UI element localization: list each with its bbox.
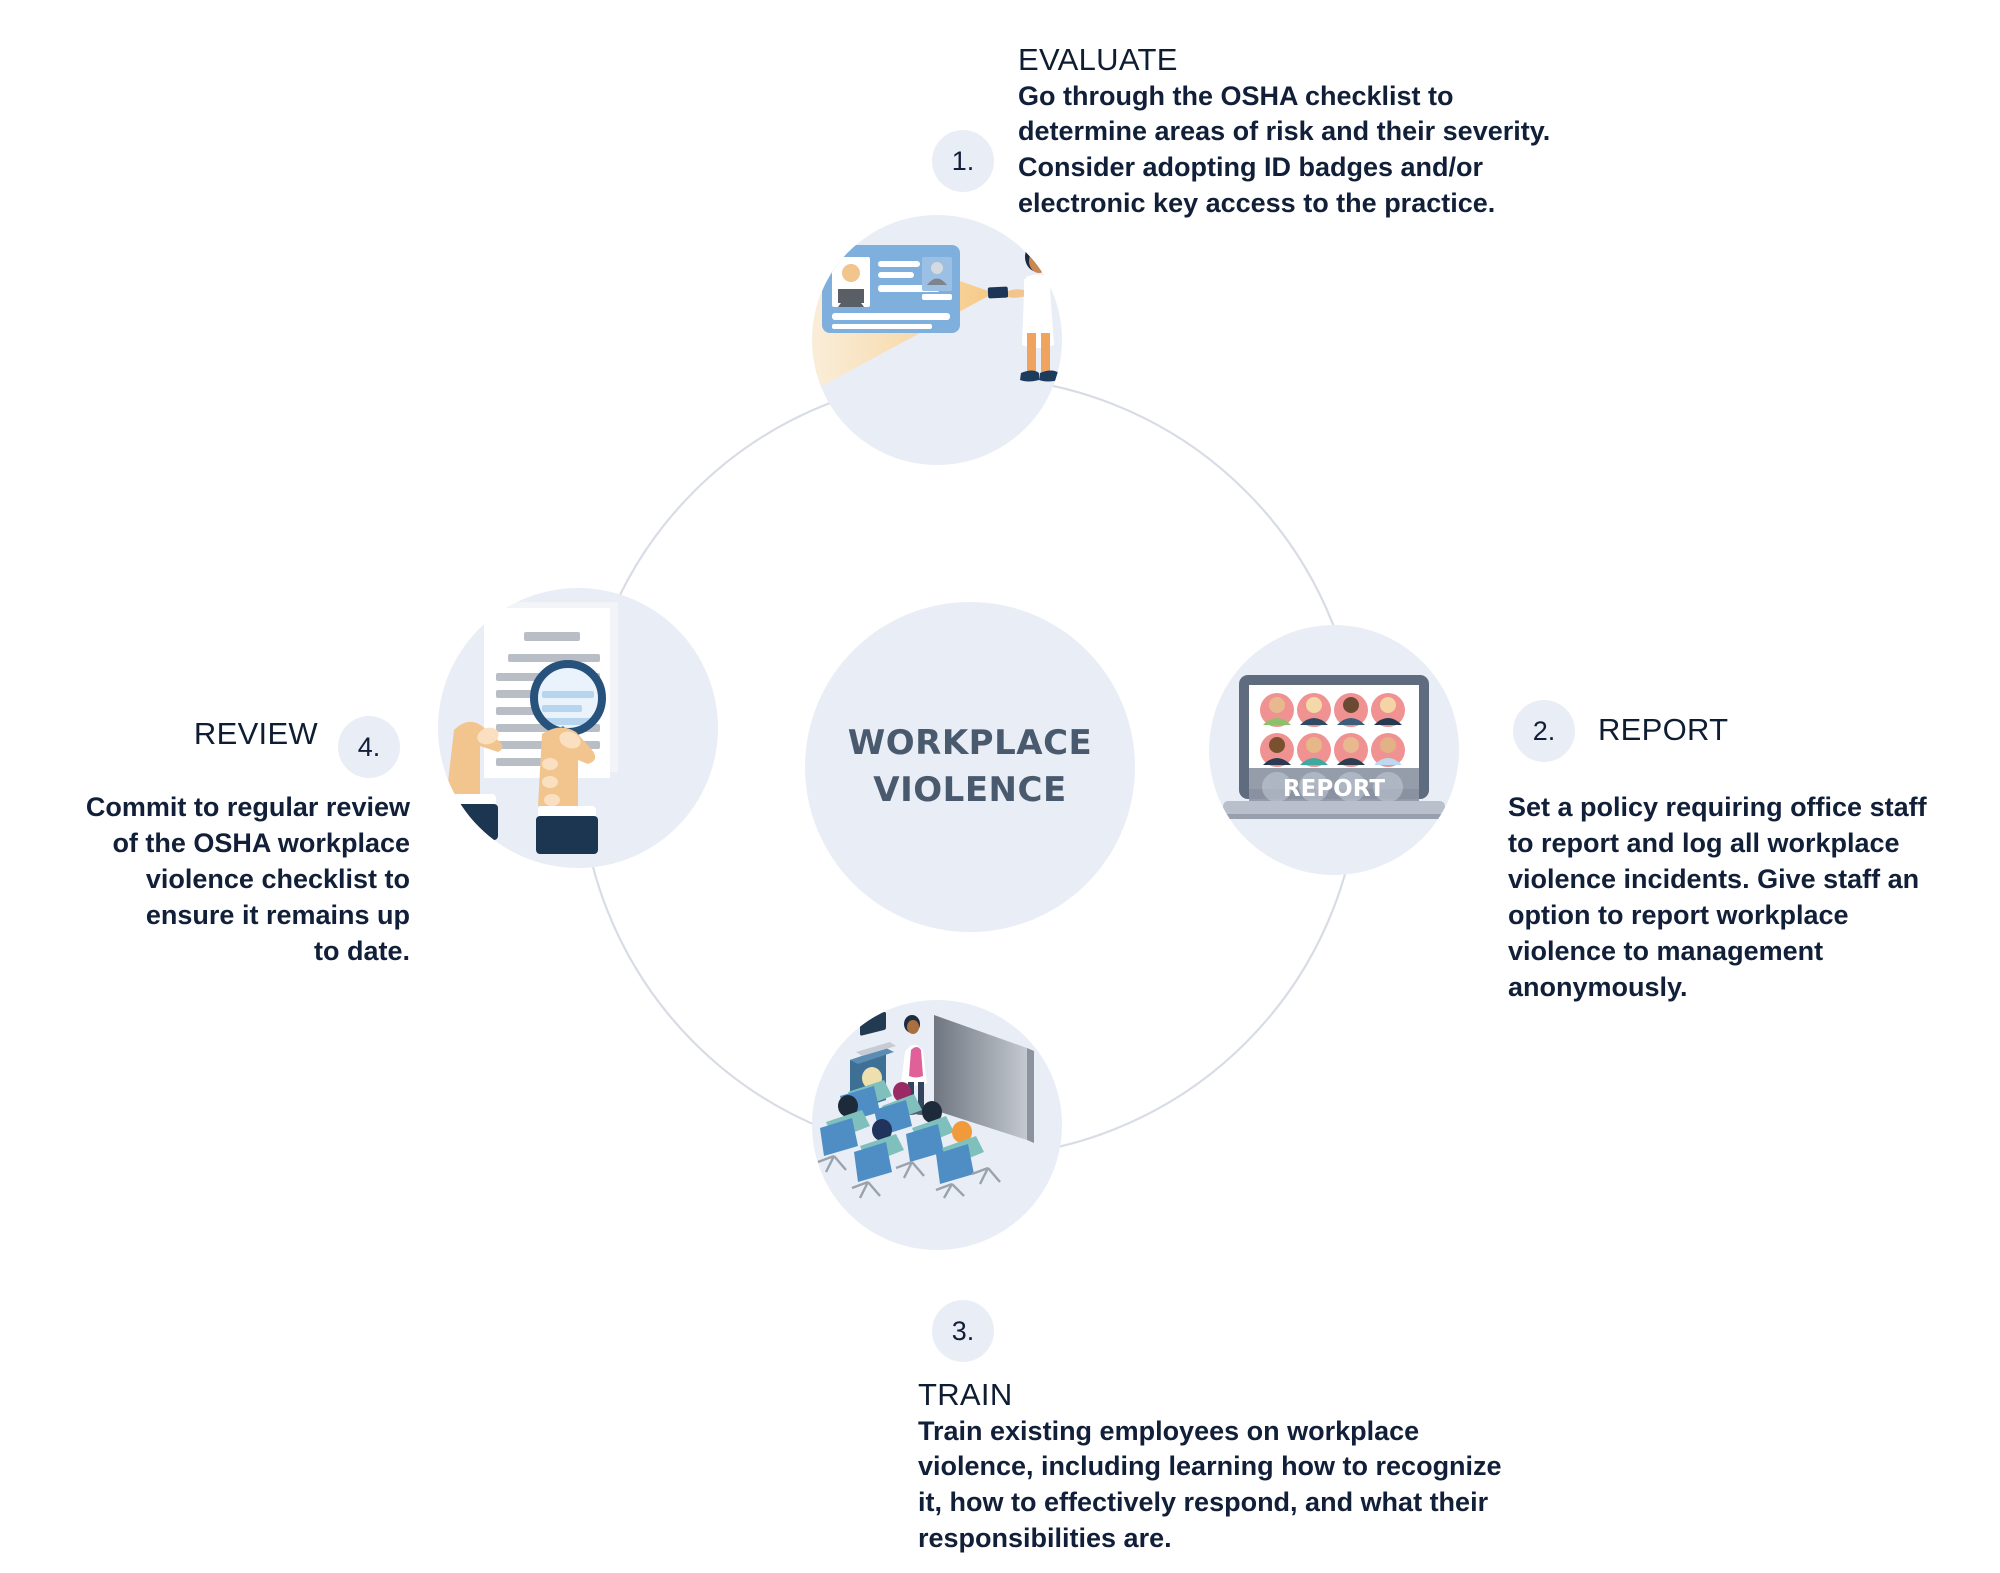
node-circle-report: REPORT	[1209, 625, 1459, 875]
step-body-line: electronic key access to the practice.	[1018, 188, 1496, 219]
node-circle-evaluate	[812, 215, 1062, 465]
step-body-line: of the OSHA workplace	[112, 827, 410, 858]
step-body-line: Go through the OSHA checklist to	[1018, 80, 1454, 111]
step-body-line: violence checklist to	[145, 863, 410, 894]
step-body-train: Train existing employees on workplace vi…	[918, 1414, 1608, 1558]
step-body-line: Consider adopting ID badges and/or	[1018, 152, 1484, 183]
laptop-report-icon: REPORT	[1223, 675, 1445, 819]
step-body-line: Train existing employees on workplace	[918, 1415, 1420, 1446]
step-title-report: REPORT	[1598, 712, 1729, 747]
step-text-train: TRAIN Train existing employees on workpl…	[918, 1377, 1608, 1557]
center-hub: WORKPLACE VIOLENCE	[805, 602, 1135, 932]
document-magnifier-icon	[440, 602, 618, 854]
step-body-report: Set a policy requiring office staff to r…	[1508, 790, 1998, 1005]
step-body-line: violence to management	[1508, 935, 1824, 966]
node-circle-train	[812, 1000, 1062, 1250]
step-title-train: TRAIN	[918, 1377, 1013, 1412]
step-number-badge-1: 1.	[932, 130, 994, 192]
center-title-line-1: WORKPLACE	[847, 723, 1093, 764]
node-circle-review	[438, 588, 718, 868]
step-body-evaluate: Go through the OSHA checklist to determi…	[1018, 79, 1618, 223]
step-number-badge-4: 4.	[338, 716, 400, 778]
step-body-line: violence, including learning how to reco…	[918, 1451, 1502, 1482]
step-text-evaluate: EVALUATE Go through the OSHA checklist t…	[1018, 42, 1618, 222]
step-title-review: REVIEW	[193, 716, 318, 751]
step-body-line: determine areas of risk and their severi…	[1018, 116, 1551, 147]
step-body-line: Commit to regular review	[85, 792, 410, 822]
step-body-line: violence incidents. Give staff an	[1508, 863, 1920, 894]
step-body-line: option to report workplace	[1508, 899, 1849, 930]
center-title-line-2: VIOLENCE	[873, 770, 1067, 810]
id-badge-flashlight-icon	[812, 223, 1059, 401]
step-body-review: Commit to regular review of the OSHA wor…	[0, 790, 410, 970]
step-body-line: it, how to effectively respond, and what…	[918, 1487, 1489, 1518]
step-title-evaluate: EVALUATE	[1018, 42, 1178, 77]
step-body-line: to report and log all workplace	[1508, 827, 1900, 858]
step-body-line: ensure it remains up	[145, 899, 410, 930]
step-number-badge-3: 3.	[932, 1300, 994, 1362]
step-body-line: Set a policy requiring office staff	[1508, 792, 1927, 822]
step-number-badge-2: 2.	[1513, 700, 1575, 762]
laptop-screen-label: REPORT	[1283, 776, 1386, 802]
classroom-training-icon	[817, 1011, 1034, 1199]
step-body-line: anonymously.	[1508, 971, 1688, 1002]
step-body-line: to date.	[313, 935, 410, 966]
step-body-line: responsibilities are.	[918, 1523, 1172, 1554]
